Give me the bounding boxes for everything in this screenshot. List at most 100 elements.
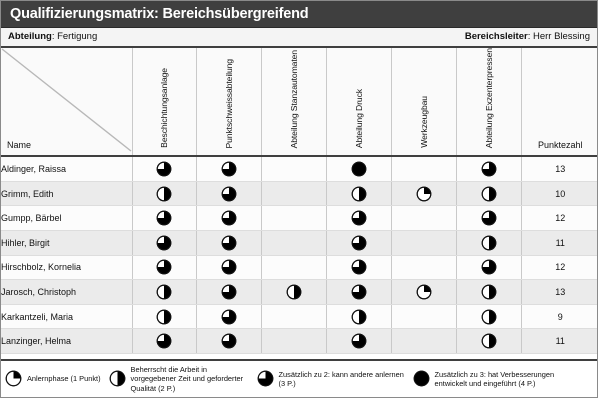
table-row[interactable]: Hihler, Birgit 11 [1, 230, 597, 256]
department-value: Fertigung [57, 31, 98, 42]
employee-name-cell: Hihler, Birgit [1, 230, 133, 256]
skill-level-cell[interactable] [132, 181, 197, 207]
employee-name-cell: Aldinger, Raissa [1, 156, 133, 182]
qualification-table: Name Beschichtungsanlage Punktschweissab… [1, 48, 597, 354]
skill-level-cell[interactable] [456, 230, 522, 256]
legend-label: Beherrscht die Arbeit in vorgegebener Ze… [130, 364, 244, 393]
column-header-0: Beschichtungsanlage [132, 48, 197, 158]
skill-level-cell[interactable] [196, 279, 262, 305]
skill-level-cell[interactable] [261, 181, 327, 207]
legend-label: Zusätzlich zu 3: hat Verbesserungen entw… [434, 369, 555, 388]
skill-level-cell[interactable] [456, 181, 522, 207]
skill-level-cell[interactable] [132, 230, 197, 256]
skill-level-cell[interactable] [326, 181, 392, 207]
skill-level-cell[interactable] [391, 156, 457, 182]
legend-item: Beherrscht die Arbeit in vorgegebener Ze… [109, 365, 249, 393]
legend-symbol-icon [5, 370, 22, 388]
department-field: Abteilung: Fertigung [8, 27, 97, 47]
legend: Anlernphase (1 Punkt) Beherrscht die Arbe… [1, 359, 597, 397]
legend-item: Zusätzlich zu 2: kann andere anlernen (3… [257, 370, 405, 389]
department-label: Abteilung [8, 31, 52, 42]
skill-level-cell[interactable] [326, 279, 392, 305]
skill-level-cell[interactable] [261, 279, 327, 305]
skill-level-cell[interactable] [261, 328, 327, 354]
points-cell: 12 [521, 255, 597, 281]
skill-level-cell[interactable] [196, 328, 262, 354]
skill-level-cell[interactable] [196, 205, 262, 231]
skill-level-cell[interactable] [391, 279, 457, 305]
skill-level-cell[interactable] [456, 255, 522, 281]
skill-level-cell[interactable] [326, 328, 392, 354]
manager-value: Herr Blessing [532, 31, 590, 42]
skill-level-cell[interactable] [391, 205, 457, 231]
manager-label: Bereichsleiter [464, 31, 528, 42]
column-header-2: Abteilung Stanzautomaten [261, 48, 327, 158]
skill-level-cell[interactable] [196, 230, 262, 256]
points-column-header: Punktezahl [521, 48, 597, 158]
points-cell: 9 [521, 304, 597, 330]
table-row[interactable]: Aldinger, Raissa 13 [1, 156, 597, 182]
skill-level-cell[interactable] [391, 304, 457, 330]
skill-level-cell[interactable] [456, 156, 522, 182]
points-cell: 10 [521, 181, 597, 207]
legend-item: Anlernphase (1 Punkt) [5, 370, 101, 388]
skill-level-cell[interactable] [261, 205, 327, 231]
points-cell: 12 [521, 205, 597, 231]
skill-level-cell[interactable] [391, 255, 457, 281]
skill-level-cell[interactable] [326, 304, 392, 330]
skill-level-cell[interactable] [391, 230, 457, 256]
skill-level-cell[interactable] [456, 328, 522, 354]
points-cell: 11 [521, 230, 597, 256]
skill-level-cell[interactable] [196, 156, 262, 182]
column-header-1: Punktschweissabteilung [196, 48, 262, 158]
legend-item: Zusätzlich zu 3: hat Verbesserungen entw… [413, 370, 561, 389]
name-header-label: Name [7, 140, 32, 151]
points-header-label: Punktezahl [537, 140, 583, 151]
column-header-label: Punktschweissabteilung [223, 58, 234, 149]
skill-level-cell[interactable] [196, 181, 262, 207]
points-cell: 13 [521, 156, 597, 182]
legend-symbol-icon [257, 370, 274, 388]
manager-colon: : [527, 31, 533, 42]
skill-level-cell[interactable] [456, 205, 522, 231]
name-column-header: Name [1, 48, 133, 158]
legend-symbol-icon [109, 370, 126, 388]
legend-label: Anlernphase (1 Punkt) [27, 374, 101, 384]
skill-level-cell[interactable] [456, 304, 522, 330]
skill-level-cell[interactable] [132, 328, 197, 354]
skill-level-cell[interactable] [261, 255, 327, 281]
skill-level-cell[interactable] [132, 255, 197, 281]
skill-level-cell[interactable] [132, 205, 197, 231]
skill-level-cell[interactable] [261, 156, 327, 182]
skill-level-cell[interactable] [132, 156, 197, 182]
skill-level-cell[interactable] [326, 255, 392, 281]
skill-level-cell[interactable] [132, 279, 197, 305]
skill-level-cell[interactable] [261, 304, 327, 330]
skill-level-cell[interactable] [132, 304, 197, 330]
column-header-label: Abteilung Exzenterpressen [483, 48, 494, 149]
column-header-label: Werkzeugbau [418, 96, 429, 149]
column-header-3: Abteilung Druck [326, 48, 392, 158]
skill-level-cell[interactable] [261, 230, 327, 256]
points-cell: 11 [521, 328, 597, 354]
skill-level-cell[interactable] [391, 328, 457, 354]
points-cell: 13 [521, 279, 597, 305]
legend-symbol-icon [413, 370, 430, 388]
skill-level-cell[interactable] [326, 205, 392, 231]
skill-level-cell[interactable] [326, 156, 392, 182]
matrix-table-container: Name Beschichtungsanlage Punktschweissab… [1, 48, 597, 359]
skill-level-cell[interactable] [391, 181, 457, 207]
manager-field: Bereichsleiter: Herr Blessing [465, 27, 590, 47]
skill-level-cell[interactable] [326, 230, 392, 256]
skill-level-cell[interactable] [196, 255, 262, 281]
skill-level-cell[interactable] [196, 304, 262, 330]
skill-level-cell[interactable] [456, 279, 522, 305]
header-row: Name Beschichtungsanlage Punktschweissab… [1, 48, 597, 158]
column-header-label: Beschichtungsanlage [159, 68, 169, 149]
